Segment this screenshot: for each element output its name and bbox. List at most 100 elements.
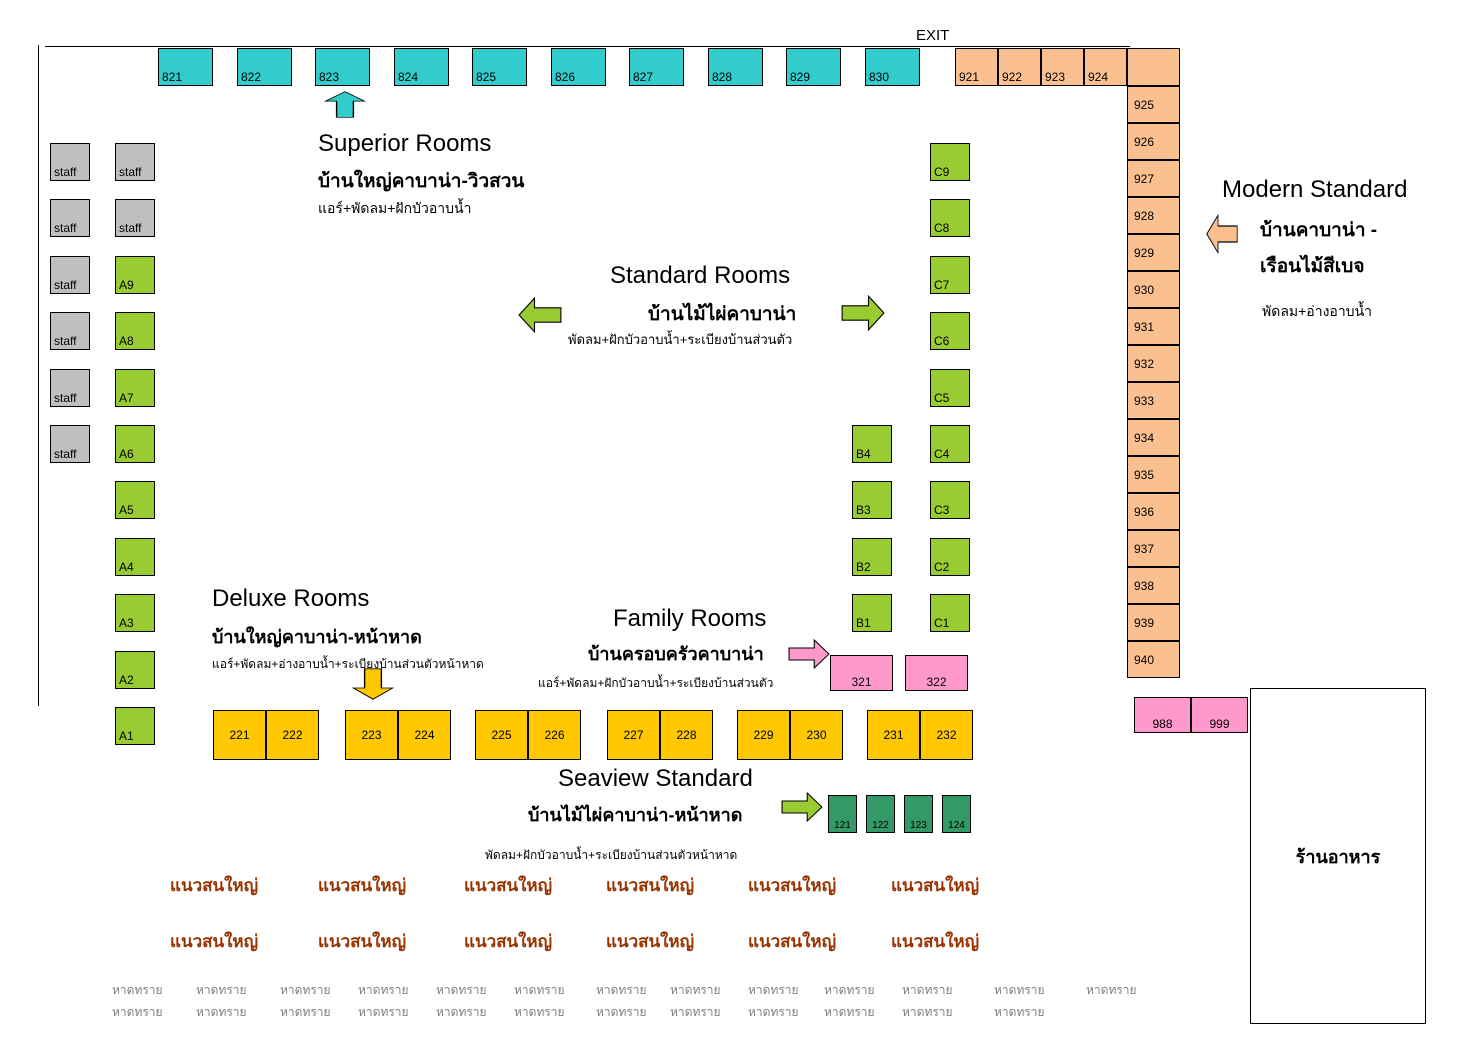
pine-tree-label: แนวสนใหญ่ <box>464 932 553 951</box>
room-122: 122 <box>866 795 895 833</box>
sand-label: หาดทราย <box>596 1005 647 1019</box>
standard-details: พัดลม+ฝักบัวอาบน้ำ+ระเบียงบ้านส่วนตัว <box>568 332 793 347</box>
room-label: staff <box>119 221 142 235</box>
room-label: 822 <box>241 70 262 84</box>
room-label: A7 <box>119 391 134 405</box>
room-C1: C1 <box>930 594 970 632</box>
room-124: 124 <box>942 795 971 833</box>
room-label: 322 <box>926 675 947 689</box>
room-label: 921 <box>959 70 980 84</box>
sand-label: หาดทราย <box>1086 983 1137 997</box>
room-label: staff <box>54 334 77 348</box>
sand-label: หาดทราย <box>196 1005 247 1019</box>
room-label: 999 <box>1209 717 1230 731</box>
room-922: 922 <box>998 48 1041 86</box>
wall-line-left <box>38 45 39 706</box>
room-label: 830 <box>869 70 890 84</box>
sand-label: หาดทราย <box>824 1005 875 1019</box>
room-label: B1 <box>856 616 871 630</box>
room-label: 926 <box>1134 134 1155 149</box>
room-label: C8 <box>934 221 950 235</box>
room-label: 123 <box>910 820 927 831</box>
pine-tree-label: แนวสนใหญ่ <box>318 932 407 951</box>
room-829: 829 <box>786 48 841 86</box>
family-title: Family Rooms <box>613 605 767 632</box>
room-B2: B2 <box>852 538 892 576</box>
room-staff: staff <box>115 199 155 237</box>
room-label: 227 <box>623 728 644 742</box>
exit-label: EXIT <box>916 27 950 44</box>
sand-label: หาดทราย <box>670 983 721 997</box>
room-label: 938 <box>1134 578 1155 593</box>
room-label: 937 <box>1134 541 1155 556</box>
deluxe-title: Deluxe Rooms <box>212 585 370 612</box>
room-label: A4 <box>119 560 134 574</box>
sand-label: หาดทราย <box>280 983 331 997</box>
room-321: 321 <box>830 655 893 691</box>
pine-tree-label: แนวสนใหญ่ <box>891 876 980 895</box>
room-label: staff <box>54 391 77 405</box>
room-A8: A8 <box>115 312 155 350</box>
room-label: 936 <box>1134 504 1155 519</box>
room-921: 921 <box>955 48 998 86</box>
modern-subtitle-line2: เรือนไม้สีเบจ <box>1260 256 1365 277</box>
modern-details: พัดลม+อ่างอาบน้ำ <box>1262 303 1372 319</box>
room-C8: C8 <box>930 199 970 237</box>
room-label: C7 <box>934 278 950 292</box>
modern-direction-arrow-left <box>1206 214 1238 254</box>
room-939: 939 <box>1127 604 1180 641</box>
room-label: C9 <box>934 165 950 179</box>
room-A9: A9 <box>115 256 155 294</box>
pine-tree-label: แนวสนใหญ่ <box>606 876 695 895</box>
sand-label: หาดทราย <box>436 983 487 997</box>
room-label: A8 <box>119 334 134 348</box>
room-label: 821 <box>162 70 183 84</box>
room-label: staff <box>119 165 142 179</box>
wall-line-top <box>45 46 1130 47</box>
pine-tree-label: แนวสนใหญ่ <box>606 932 695 951</box>
sand-label: หาดทราย <box>280 1005 331 1019</box>
sand-label: หาดทราย <box>748 1005 799 1019</box>
sand-label: หาดทราย <box>196 983 247 997</box>
room-C6: C6 <box>930 312 970 350</box>
room-929: 929 <box>1127 234 1180 271</box>
room-label: 827 <box>633 70 654 84</box>
room-928: 928 <box>1127 197 1180 234</box>
room-932: 932 <box>1127 345 1180 382</box>
room-label: C3 <box>934 503 950 517</box>
room-827: 827 <box>629 48 684 86</box>
standard-direction-arrow-right <box>841 295 885 331</box>
room-label: 224 <box>414 728 435 742</box>
room-label: 825 <box>476 70 497 84</box>
room-940: 940 <box>1127 641 1180 678</box>
room-label: 824 <box>398 70 419 84</box>
room-937: 937 <box>1127 530 1180 567</box>
room-staff: staff <box>50 256 90 294</box>
room-label: 221 <box>229 728 250 742</box>
standard-title: Standard Rooms <box>610 262 791 289</box>
room-230: 230 <box>790 710 843 760</box>
room-label: B4 <box>856 447 871 461</box>
room-C7: C7 <box>930 256 970 294</box>
room-label: A5 <box>119 503 134 517</box>
room-927: 927 <box>1127 160 1180 197</box>
room-label: staff <box>54 447 77 461</box>
sand-label: หาดทราย <box>902 983 953 997</box>
sand-label: หาดทราย <box>358 983 409 997</box>
sand-label: หาดทราย <box>436 1005 487 1019</box>
superior-direction-arrow-up <box>324 91 366 118</box>
room-label: 939 <box>1134 615 1155 630</box>
room-label: 927 <box>1134 171 1155 186</box>
room-label: A1 <box>119 729 134 743</box>
room-staff: staff <box>50 369 90 407</box>
room-label: 929 <box>1134 245 1155 260</box>
room-824: 824 <box>394 48 449 86</box>
sand-label: หาดทราย <box>748 983 799 997</box>
room-label: 934 <box>1134 430 1155 445</box>
room-label: 229 <box>753 728 774 742</box>
room-227: 227 <box>607 710 660 760</box>
room-label: A2 <box>119 673 134 687</box>
room-A1: A1 <box>115 707 155 745</box>
room-label: C2 <box>934 560 950 574</box>
room-A6: A6 <box>115 425 155 463</box>
